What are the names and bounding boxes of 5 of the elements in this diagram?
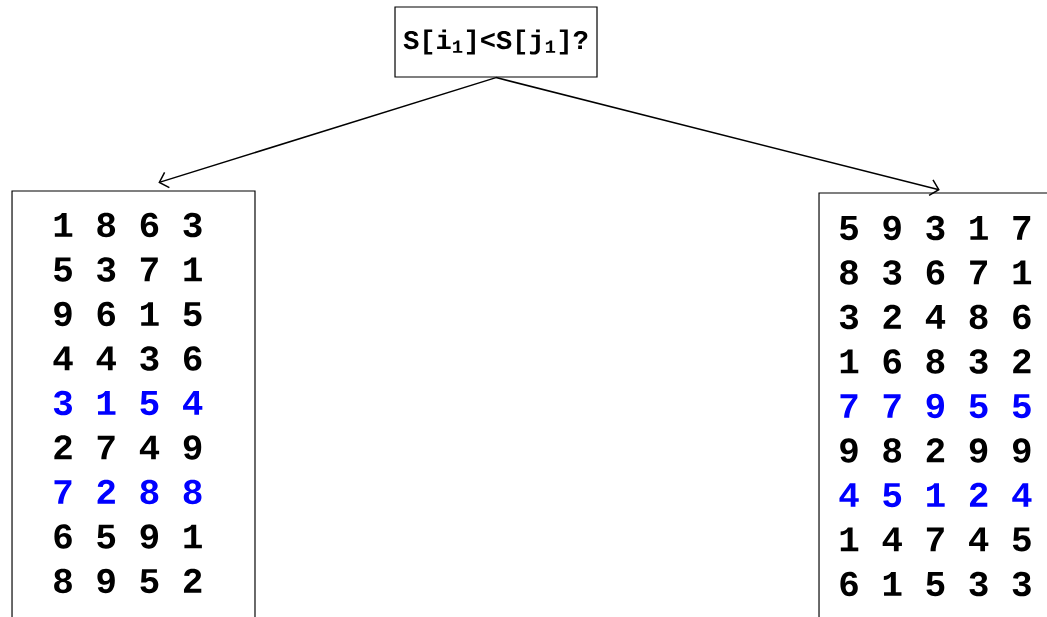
arrow	[158, 76, 497, 189]
number-box: 5 9 3 1 7 8 3 6 7 1 3 2 4 8 6 1 6 8 3 2 7 7 9 5 5 9 8 2 9 9 4 5 1 2 4 1 4 7 4 5 6 1 5 3 3	[818, 192, 1047, 617]
arrow	[495, 76, 940, 197]
decision-box: S[i$_{1}$]<S[j$_{1}$]?	[394, 6, 598, 78]
number-box: 1 8 6 3 5 3 7 1 9 6 1 5 4 4 3 6 3 1 5 4 2 7 4 9 7 2 8 8 6 5 9 1 8 9 5 2	[11, 190, 256, 617]
